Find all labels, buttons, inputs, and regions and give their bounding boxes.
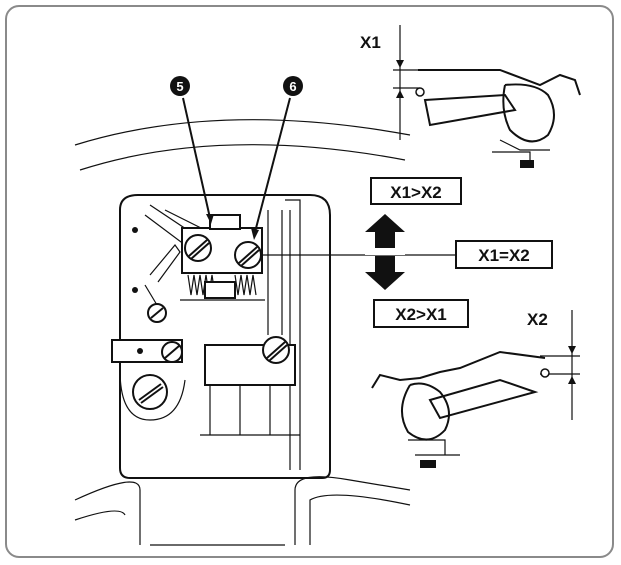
svg-text:X2>X1: X2>X1 <box>395 305 447 324</box>
x2-blade-upper <box>371 350 546 389</box>
pin-dot <box>132 227 138 233</box>
pin-dot <box>132 287 138 293</box>
x1-pin <box>415 87 425 97</box>
housing-arc-outer <box>74 119 411 146</box>
machine-body <box>74 119 411 546</box>
base-left-lower <box>74 510 126 521</box>
x1-hook-base <box>499 139 550 151</box>
plate-side-rail <box>285 199 301 470</box>
x2-hook-base <box>408 439 446 455</box>
svg-text:X1>X2: X1>X2 <box>390 183 442 202</box>
callout-6: 6 <box>251 76 303 240</box>
x2-arrow-down <box>568 346 576 354</box>
lower-slats <box>209 385 271 435</box>
x2-pin <box>540 368 550 378</box>
arrow-up <box>365 214 405 248</box>
upper-lever-line <box>164 209 206 231</box>
x1-blade-upper <box>418 69 581 96</box>
x1-arrow-up <box>396 90 404 98</box>
callout-6-label: 6 <box>289 79 296 94</box>
main-plate <box>119 194 331 479</box>
housing-arc-inner <box>79 144 406 171</box>
x2-base-nut <box>420 460 436 468</box>
screw-6 <box>234 241 262 269</box>
x2-hook <box>401 382 450 441</box>
bar-dot <box>137 348 143 354</box>
x1-arrow-down <box>396 60 404 68</box>
tension-block-top <box>209 214 241 230</box>
detail-x2 <box>371 310 580 468</box>
round-boss <box>119 369 186 421</box>
label-x1-eq-x2: X1=X2 <box>455 240 553 269</box>
base-left <box>74 481 141 545</box>
detail-x1 <box>393 25 581 168</box>
x1-base-line <box>492 151 531 162</box>
screw-5 <box>184 234 212 262</box>
x1-base-nut <box>520 160 534 168</box>
vertical-slot <box>267 210 283 335</box>
bar-screw <box>161 341 183 363</box>
label-x2-gt-x1: X2>X1 <box>373 299 469 328</box>
callout-5: 5 <box>170 76 214 224</box>
spring-plate <box>204 281 236 299</box>
small-screw-left <box>147 303 167 323</box>
x2-arrow-up <box>568 376 576 384</box>
label-x1: X1 <box>360 33 381 52</box>
adjust-arrow <box>365 214 405 290</box>
arrow-gap <box>365 249 405 255</box>
boss-screw <box>132 374 168 410</box>
figure-frame <box>5 5 614 558</box>
callout-5-label: 5 <box>176 79 183 94</box>
x1-blade <box>423 93 517 127</box>
spring-lever <box>149 244 181 283</box>
spring-right <box>234 274 257 296</box>
label-x1-gt-x2: X1>X2 <box>370 177 462 205</box>
arrow-down <box>365 256 405 290</box>
svg-text:X1=X2: X1=X2 <box>478 246 530 265</box>
base-right <box>294 476 411 545</box>
x2-blade <box>428 378 539 420</box>
label-x2: X2 <box>527 310 548 329</box>
base-right-inner <box>309 494 411 545</box>
slot-screw <box>262 336 290 364</box>
x1-hook <box>502 83 555 143</box>
